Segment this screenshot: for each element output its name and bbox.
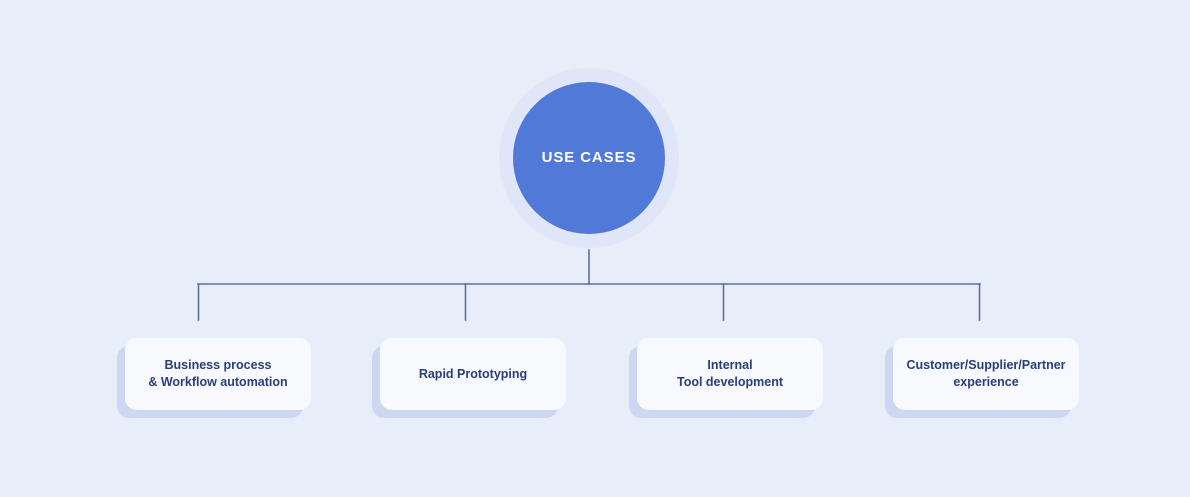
leaf-card[interactable]: Rapid Prototyping bbox=[380, 338, 566, 410]
leaf-card[interactable]: Internal Tool development bbox=[637, 338, 823, 410]
hub-node-use-cases[interactable]: USE CASES bbox=[513, 82, 665, 234]
leaf-card[interactable]: Customer/Supplier/Partner experience bbox=[893, 338, 1079, 410]
leaf-label: Rapid Prototyping bbox=[418, 366, 528, 381]
leaf-card[interactable]: Business process & Workflow automation bbox=[125, 338, 311, 410]
hub-label: USE CASES bbox=[541, 149, 637, 166]
leaf-label: Customer/Supplier/Partner experience bbox=[906, 358, 1066, 389]
leaf-label: Business process & Workflow automation bbox=[148, 358, 288, 389]
leaf-label: Internal Tool development bbox=[676, 358, 784, 389]
